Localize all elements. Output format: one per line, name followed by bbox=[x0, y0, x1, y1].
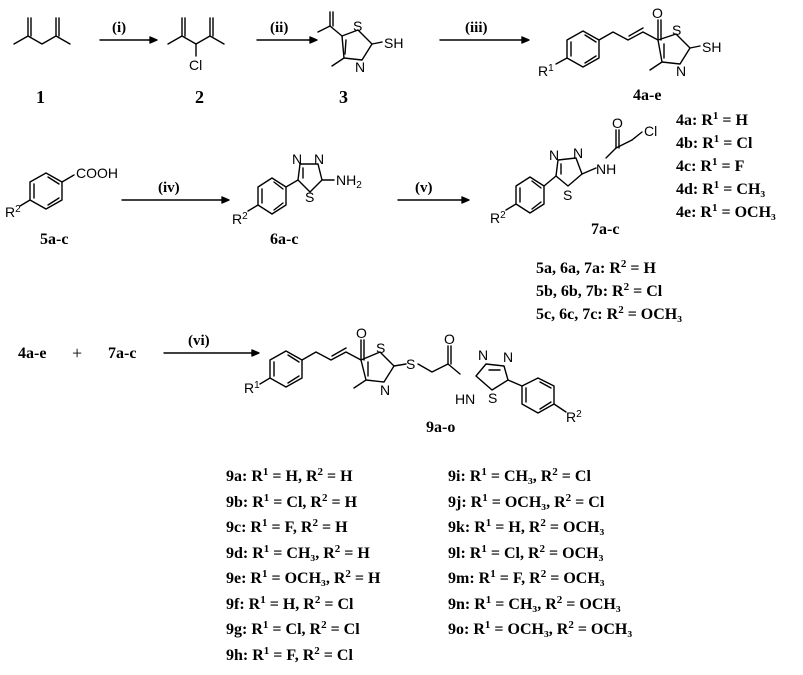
atom-n-6b: N bbox=[314, 151, 325, 167]
substituent-row-9e: 9e: R1 = OCH₃, R2 = H bbox=[226, 568, 381, 587]
arrow-ii bbox=[256, 36, 318, 44]
atom-n-9a: N bbox=[380, 382, 391, 398]
substituent-row-5c-6c-7c: 5c, 6c, 7c: R2 = OCH₃ bbox=[536, 304, 683, 323]
arrow-iii bbox=[439, 36, 530, 44]
atom-n-9b: N bbox=[478, 347, 489, 363]
atom-r1-4: R1 bbox=[538, 63, 554, 79]
arrow-vi bbox=[163, 349, 260, 357]
structure-1 bbox=[13, 17, 71, 45]
atom-cooh-5: COOH bbox=[76, 165, 118, 181]
compound-label-2: 2 bbox=[195, 87, 204, 107]
step-label-vi: (vi) bbox=[188, 333, 210, 349]
atom-o-9a: O bbox=[356, 325, 367, 341]
substituent-row-9l: 9l: R1 = Cl, R2 = OCH₃ bbox=[448, 542, 604, 562]
structure-9 bbox=[259, 339, 567, 414]
atom-cl-2: Cl bbox=[189, 57, 203, 73]
atom-s-6: S bbox=[305, 189, 315, 205]
plus-sign: + bbox=[72, 343, 83, 363]
structure-2 bbox=[167, 17, 225, 57]
substituent-row-9c: 9c: R1 = F, R2 = H bbox=[226, 517, 348, 536]
atom-r2-7: R2 bbox=[490, 210, 506, 226]
atom-s-7: S bbox=[563, 187, 573, 203]
substituent-row-4e: 4e: R1 = OCH₃ bbox=[676, 202, 776, 221]
reactant-label-7: 7a-c bbox=[108, 345, 137, 362]
structure-4 bbox=[555, 19, 701, 71]
substituent-row-9f: 9f: R1 = H, R2 = Cl bbox=[226, 593, 354, 613]
compound-label-3: 3 bbox=[339, 87, 348, 107]
substituent-row-9j: 9j: R1 = OCH₃, R2 = Cl bbox=[448, 491, 605, 511]
substituent-row-5a-6a-7a: 5a, 6a, 7a: R2 = H bbox=[536, 258, 656, 277]
atom-r1-9: R1 bbox=[244, 380, 260, 396]
atom-n-3: N bbox=[355, 59, 366, 75]
atom-n-6a: N bbox=[292, 151, 303, 167]
substituent-row-4b: 4b: R1 = Cl bbox=[676, 133, 753, 152]
substituent-row-9a: 9a: R1 = H, R2 = H bbox=[226, 466, 353, 485]
step-label-iv: (iv) bbox=[158, 180, 180, 196]
substituent-row-9h: 9h: R1 = F, R2 = Cl bbox=[226, 644, 353, 664]
substituent-row-9o: 9o: R1 = OCH₃, R2 = OCH₃ bbox=[448, 619, 633, 638]
atom-s-9c: S bbox=[488, 390, 498, 406]
compound-label-6: 6a-c bbox=[270, 231, 299, 248]
atom-n-4: N bbox=[676, 63, 687, 79]
compound-label-5: 5a-c bbox=[40, 231, 69, 248]
arrow-v bbox=[397, 196, 470, 204]
substituent-row-4d: 4d: R1 = CH₃ bbox=[676, 179, 766, 198]
atom-r2-6: R2 bbox=[232, 211, 248, 227]
atom-sh-3: SH bbox=[384, 35, 404, 51]
compound-label-9: 9a-o bbox=[426, 419, 456, 436]
compound-label-4: 4a-e bbox=[633, 87, 662, 104]
compound-label-7: 7a-c bbox=[591, 221, 620, 238]
atom-s-9b: S bbox=[406, 356, 416, 372]
substituent-row-4c: 4c: R1 = F bbox=[676, 156, 745, 175]
atom-s-9a: S bbox=[376, 340, 386, 356]
step-label-v: (v) bbox=[415, 180, 433, 196]
step-label-iii: (iii) bbox=[465, 20, 488, 36]
atom-n-9c: N bbox=[503, 349, 514, 365]
substituent-row-5b-6b-7b: 5b, 6b, 7b: R2 = Cl bbox=[536, 281, 663, 300]
reactant-label-4: 4a-e bbox=[18, 345, 47, 362]
atom-o-7: O bbox=[612, 115, 623, 131]
atom-n-7b: N bbox=[573, 145, 584, 161]
substituent-row-9d: 9d: R1 = CH₃, R2 = H bbox=[226, 542, 370, 562]
atom-hn-9: HN bbox=[455, 391, 476, 407]
atom-r2-9: R2 bbox=[566, 409, 582, 425]
substituent-row-9m: 9m: R1 = F, R2 = OCH₃ bbox=[448, 568, 605, 587]
structure-3 bbox=[317, 11, 383, 67]
atom-o-4: O bbox=[652, 5, 663, 21]
atom-cl-7: Cl bbox=[644, 123, 658, 139]
atom-s-3: S bbox=[353, 18, 363, 34]
substituent-row-9b: 9b: R1 = Cl, R2 = H bbox=[226, 491, 358, 511]
atom-s-4: S bbox=[672, 22, 682, 38]
substituent-row-9k: 9k: R1 = H, R2 = OCH₃ bbox=[448, 517, 605, 536]
structure-7 bbox=[505, 129, 643, 214]
substituent-row-9i: 9i: R1 = CH₃, R2 = Cl bbox=[448, 466, 591, 485]
structure-6 bbox=[247, 163, 335, 215]
atom-o-9b: O bbox=[444, 331, 455, 347]
atom-r2-5: R2 bbox=[5, 204, 21, 220]
atom-sh-4: SH bbox=[702, 39, 722, 55]
step-label-i: (i) bbox=[112, 20, 127, 36]
substituent-row-9n: 9n: R1 = CH₃, R2 = OCH₃ bbox=[448, 593, 621, 613]
substituent-row-9g: 9g: R1 = Cl, R2 = Cl bbox=[226, 619, 360, 638]
structure-5 bbox=[19, 172, 75, 210]
arrow-iv bbox=[121, 196, 230, 204]
step-label-ii: (ii) bbox=[270, 20, 289, 36]
atom-nh2-6: NH2 bbox=[336, 172, 362, 191]
atom-n-7a: N bbox=[549, 147, 560, 163]
substituent-row-4a: 4a: R1 = H bbox=[676, 110, 748, 129]
atom-nh-7: NH bbox=[596, 161, 617, 177]
compound-label-1: 1 bbox=[36, 87, 45, 107]
arrow-i bbox=[99, 36, 158, 44]
